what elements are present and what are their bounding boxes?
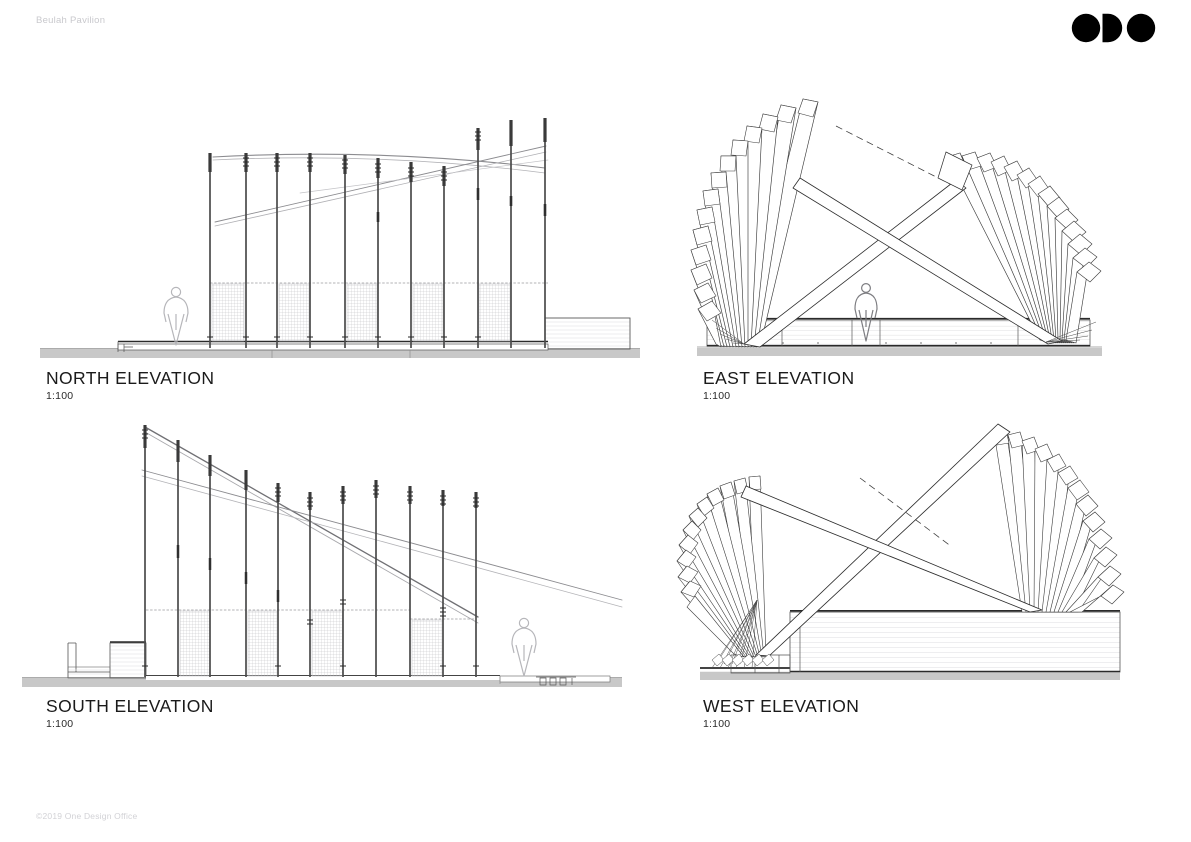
dashed-reference-line [859,477,953,548]
west-elevation-svg [676,423,1125,680]
pivot-bundles [711,599,758,669]
scale-figure [511,617,537,677]
drawing-north-elevation [0,80,660,365]
primary-beams [743,177,1063,348]
caption-south-elevation: SOUTH ELEVATION 1:100 [46,696,214,731]
cable-lines [141,426,623,624]
drawing-east-elevation [660,80,1191,365]
scale-figure [163,286,189,346]
service-box [544,317,631,350]
label-south-elevation: SOUTH ELEVATION [46,696,214,716]
fan-blades-right [946,151,1102,344]
odo-logo [1071,13,1156,43]
caption-east-elevation: EAST ELEVATION 1:100 [703,368,855,403]
apex-node [937,151,973,191]
copyright-notice: ©2019 One Design Office [36,811,138,821]
deck-slab [117,340,549,358]
primary-beams [740,423,1043,657]
masts [207,118,547,348]
label-west-elevation: WEST ELEVATION [703,696,860,716]
fan-blades-left [690,98,819,348]
caption-west-elevation: WEST ELEVATION 1:100 [703,696,860,731]
project-title: Beulah Pavilion [36,15,106,26]
east-elevation-svg [690,98,1102,356]
scale-south-elevation: 1:100 [46,718,74,731]
south-elevation-svg [22,425,623,687]
drawing-south-elevation [0,410,660,695]
drawing-west-elevation [660,410,1191,695]
fan-blades-left [676,475,767,658]
mesh-panels [210,282,548,342]
logo-circle-right [1126,13,1156,43]
label-north-elevation: NORTH ELEVATION [46,368,215,388]
scale-west-elevation: 1:100 [703,718,731,731]
fan-blades-right [993,429,1125,613]
scale-east-elevation: 1:100 [703,390,731,403]
platform [730,610,1121,674]
label-east-elevation: EAST ELEVATION [703,368,855,388]
scale-north-elevation: 1:100 [46,390,74,403]
north-elevation-svg [40,118,640,358]
dashed-reference-line [835,125,951,185]
cable-lines [212,145,549,227]
scale-figure [854,283,878,342]
pivot-serration [711,653,775,667]
caption-north-elevation: NORTH ELEVATION 1:100 [46,368,215,403]
pivot-bundles [711,319,1097,345]
ground-line [697,346,1102,356]
logo-circle-left [1071,13,1101,43]
masts [142,425,479,677]
logo-d-shape [1102,13,1123,43]
plinth-and-steps [67,641,147,679]
